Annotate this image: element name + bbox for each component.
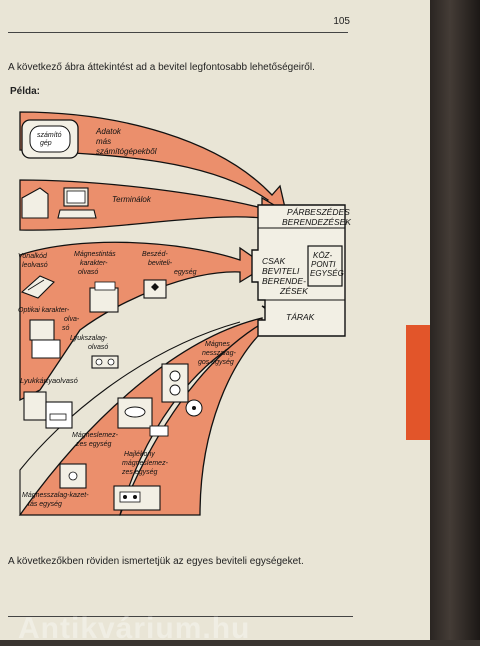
book-page: 105 A következő ábra áttekintést ad a be…: [0, 0, 430, 640]
input-devices-diagram: PÁRBESZÉDES BERENDEZÉSEK CSAK BEVITELI B…: [18, 111, 352, 516]
chapter-tab-marker: [406, 325, 430, 440]
magnetic-disk-unit-illustration: [117, 397, 169, 437]
label-cpu: KÖZ- PONTI EGYSÉG: [310, 251, 344, 278]
label-optical-character-reader: Optikai karakter- olva- só: [18, 307, 81, 332]
label-terminals: Terminálok: [112, 195, 152, 204]
barcode-reader-illustration: [20, 275, 55, 299]
page-number: 105: [333, 16, 350, 27]
outro-paragraph: A következőkben röviden ismertetjük az e…: [8, 556, 304, 567]
label-voice-input: Beszéd- beviteli- egység: [142, 251, 197, 276]
book-edge: [430, 0, 480, 640]
label-floppy-disk-unit: Hajlékony mágneslemez- zes egység: [121, 451, 170, 476]
intro-paragraph: A következő ábra áttekintést ad a bevite…: [8, 62, 315, 73]
terminal-illustration: [21, 187, 97, 219]
watermark: Antikvárium.hu: [18, 612, 251, 645]
paper-tape-reader-illustration: [91, 355, 119, 369]
label-data-from-computers: Adatok más számítógépekből: [95, 127, 157, 156]
footer-rule: [8, 616, 353, 617]
optical-character-reader-illustration: [29, 319, 61, 359]
magnetic-tape-unit-illustration: [161, 363, 203, 417]
label-magnetic-tape-unit: Mágnes nesszalag- gos egység: [198, 341, 238, 366]
label-punched-card-reader: Lyukkártyaolvasó: [20, 376, 78, 385]
magnetic-character-reader-illustration: [89, 281, 119, 313]
label-storage: TÁRAK: [286, 312, 315, 322]
label-dialogue-devices: PÁRBESZÉDES BERENDEZÉSEK: [282, 207, 352, 227]
voice-input-illustration: [143, 279, 167, 299]
label-input-only-devices: CSAK BEVITELI BERENDE- ZÉSEK: [262, 256, 308, 296]
cpu-box: [307, 245, 343, 287]
label-magnetic-character-reader: Mágnestintás karakter- olvasó: [74, 251, 118, 276]
label-barcode-reader: Vonalkód leolvasó: [18, 253, 49, 269]
label-magnetic-disk-unit: Mágneslemez- zes egység: [72, 432, 120, 448]
cassette-unit-illustration: [113, 485, 161, 511]
punched-card-reader-illustration: [23, 391, 73, 429]
arrow-storage-left-edge: [19, 321, 241, 515]
label-paper-tape-reader: Lyukszalag- olvasó: [70, 335, 109, 351]
computer-device-illustration: számító gép: [21, 119, 79, 159]
label-cassette-unit: Mágnesszalag-kazet- tás egység: [22, 492, 90, 508]
example-label: Példa:: [10, 86, 41, 97]
floppy-disk-unit-illustration: [59, 463, 87, 489]
header-rule: [8, 32, 348, 33]
svg-text:számító gép: számító gép: [37, 132, 63, 147]
